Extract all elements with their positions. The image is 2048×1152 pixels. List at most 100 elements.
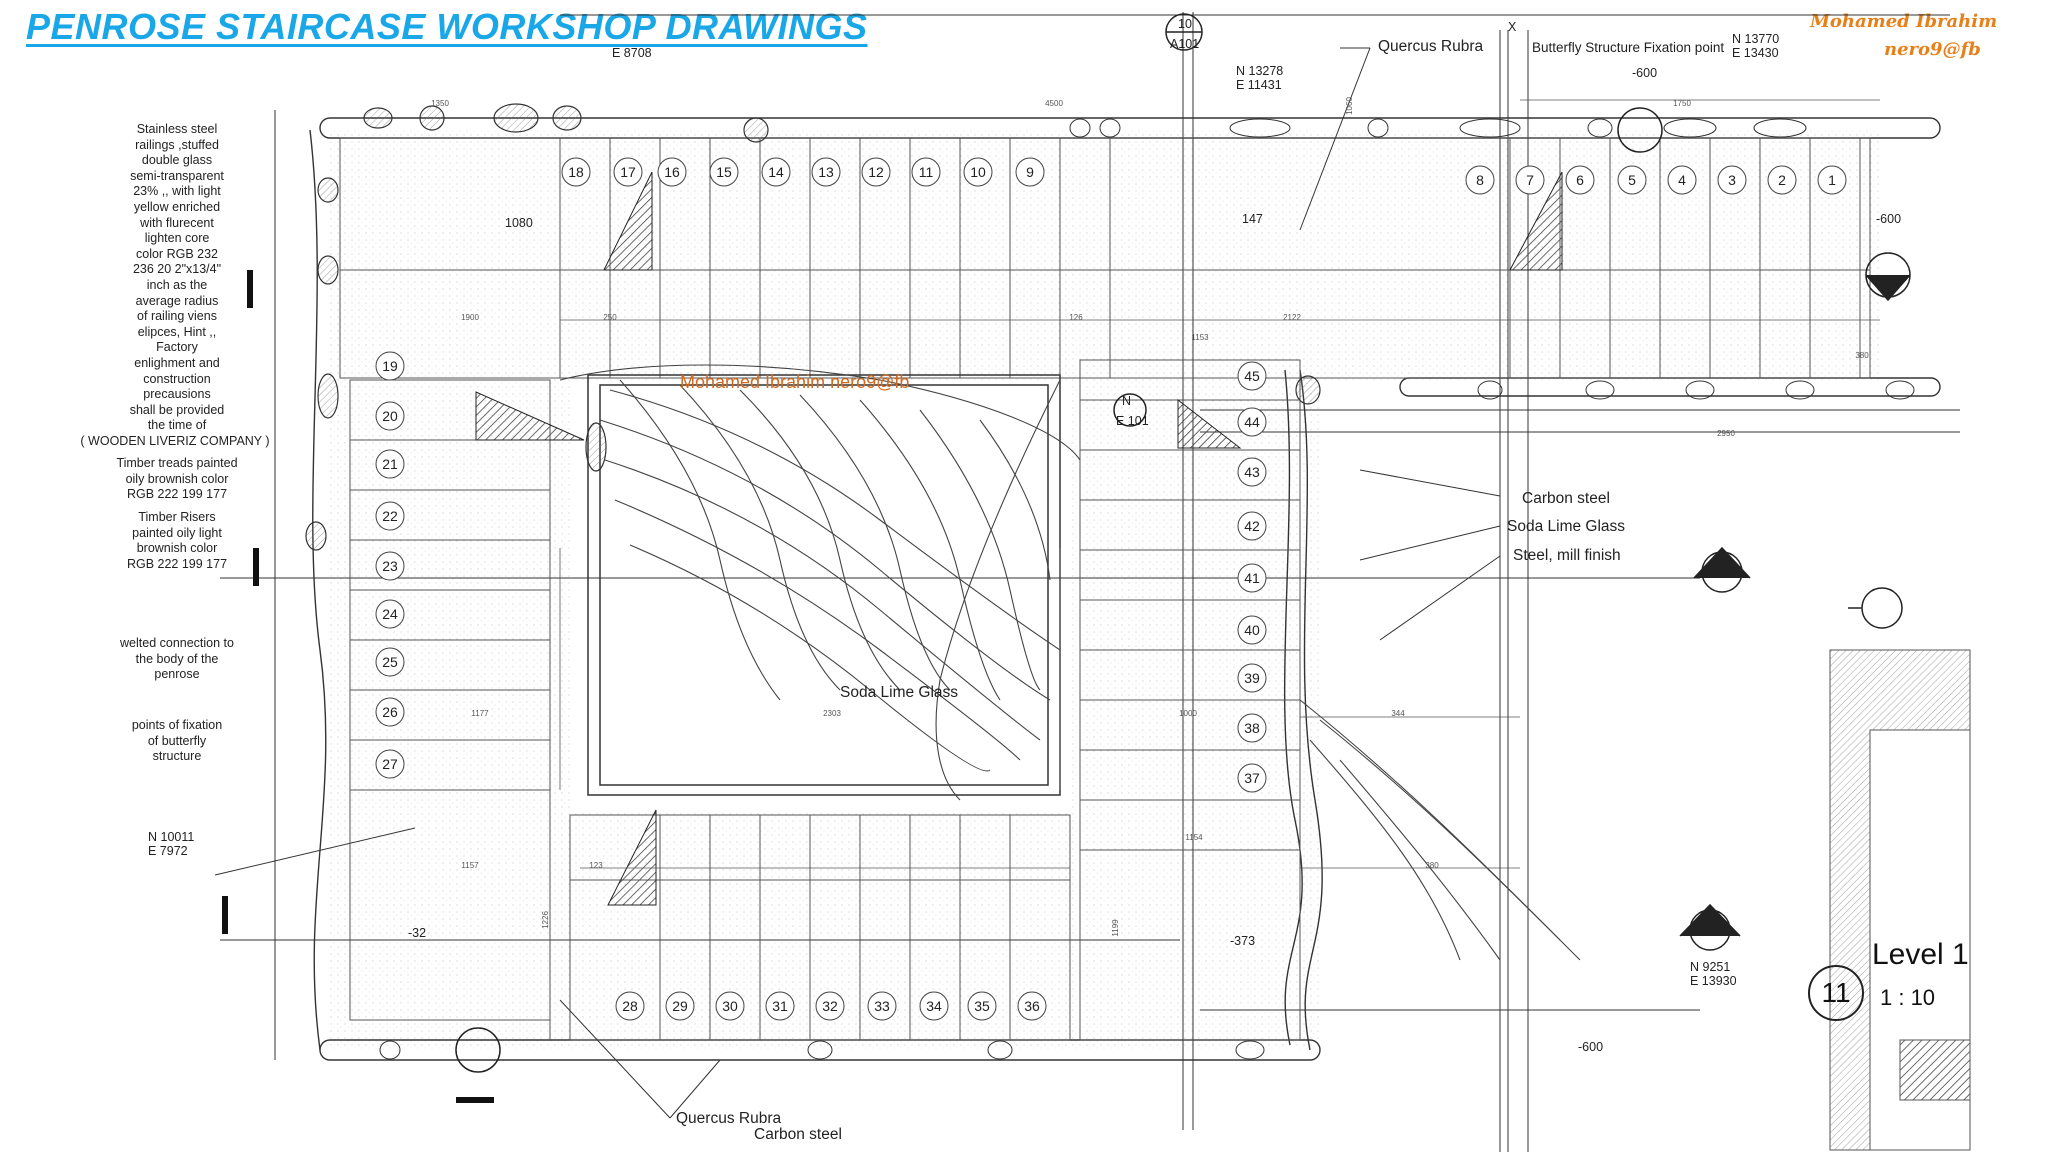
- step-number-marker: 2: [1767, 165, 1797, 195]
- dimension-value: 123: [589, 861, 603, 870]
- dimension-value: 1060: [1345, 97, 1354, 115]
- svg-text:16: 16: [664, 164, 680, 180]
- risers-line: Timber Risers: [138, 510, 216, 524]
- step-number-marker: 33: [867, 991, 897, 1021]
- railings-line: color RGB 232: [136, 246, 218, 261]
- watermark: Mohamed Ibrahim nero9@fb: [680, 372, 910, 392]
- svg-text:5: 5: [1628, 172, 1636, 188]
- svg-text:40: 40: [1244, 622, 1260, 638]
- company-note: ( WOODEN LIVERIZ COMPANY ): [80, 434, 270, 448]
- svg-text:21: 21: [382, 456, 398, 472]
- dimension-value: 1153: [1191, 333, 1209, 342]
- bottom-flight-treads: [569, 814, 1071, 1041]
- elevation-right: -600: [1876, 212, 1902, 226]
- railings-line: of railing viens: [137, 309, 217, 324]
- dimension-value: 2122: [1283, 313, 1301, 322]
- dimension-value: 1199: [1111, 919, 1120, 937]
- dimension-value: 1900: [461, 313, 479, 322]
- coordinate-top-partial: E 8708: [612, 46, 652, 60]
- treads-line: Timber treads painted: [116, 456, 238, 470]
- axis-x-label: X: [1508, 20, 1517, 34]
- svg-text:17: 17: [620, 164, 636, 180]
- step-number-marker: 10: [963, 157, 993, 187]
- left-flight-treads: [349, 379, 551, 1040]
- elevation-147: 147: [1242, 212, 1263, 226]
- step-number-marker: 30: [715, 991, 745, 1021]
- leader-lines: [214, 47, 1501, 1119]
- fixation-line: structure: [152, 749, 202, 764]
- railings-line: precausions: [143, 387, 211, 402]
- step-number-marker: 9: [1015, 157, 1045, 187]
- step-number-marker: 17: [613, 157, 643, 187]
- railings-line: lighten core: [144, 231, 210, 246]
- railings-line: 23% ,, with light: [133, 184, 221, 199]
- railings-line: average radius: [135, 293, 219, 308]
- step-number-marker: 40: [1237, 615, 1267, 645]
- step-number-marker: 12: [861, 157, 891, 187]
- step-number-marker: 38: [1237, 713, 1267, 743]
- treads-line: RGB 222 199 177: [126, 487, 228, 502]
- svg-text:31: 31: [772, 998, 788, 1014]
- section-top-ref: A101: [1170, 37, 1200, 51]
- welted-line: the body of the: [135, 651, 219, 666]
- svg-text:13: 13: [818, 164, 834, 180]
- svg-text:19: 19: [382, 358, 398, 374]
- step-number-marker: 42: [1237, 511, 1267, 541]
- svg-text:10: 10: [970, 164, 986, 180]
- step-number-marker: 35: [967, 991, 997, 1021]
- svg-text:4: 4: [1678, 172, 1686, 188]
- fixation-line: points of fixation: [131, 718, 223, 732]
- svg-text:9: 9: [1026, 164, 1034, 180]
- butterfly-glass-lattice: [559, 364, 1581, 961]
- step-number-marker: 20: [375, 401, 405, 431]
- svg-text:7: 7: [1526, 172, 1534, 188]
- svg-text:33: 33: [874, 998, 890, 1014]
- step-number-marker: 44: [1237, 407, 1267, 437]
- dimension-value: 380: [1855, 351, 1869, 360]
- step-number-marker: 7: [1515, 165, 1545, 195]
- dimension-value: 126: [1069, 313, 1083, 322]
- svg-text:37: 37: [1244, 770, 1260, 786]
- step-number-marker: 32: [815, 991, 845, 1021]
- railings-line: Factory: [156, 340, 198, 355]
- railings-line: Stainless steel: [136, 122, 218, 136]
- dimension-lines: [559, 99, 1880, 869]
- svg-text:35: 35: [974, 998, 990, 1014]
- railings-line: shall be provided: [129, 402, 225, 417]
- dimension-value: 1750: [1673, 99, 1691, 108]
- svg-text:6: 6: [1576, 172, 1584, 188]
- svg-text:30: 30: [722, 998, 738, 1014]
- step-number-marker: 5: [1617, 165, 1647, 195]
- step-number-marker: 28: [615, 991, 645, 1021]
- label-quercus-bottom: Quercus Rubra: [676, 1110, 782, 1127]
- elevation-minus-373: -373: [1230, 934, 1256, 948]
- railings-line: inch as the: [146, 277, 208, 292]
- label-quercus-top: Quercus Rubra: [1378, 38, 1484, 55]
- label-carbon-steel: Carbon steel: [1522, 490, 1610, 507]
- step-number-marker: 16: [657, 157, 687, 187]
- step-number-marker: 24: [375, 599, 405, 629]
- railings-line: double glass: [141, 153, 213, 168]
- label-butterfly-fixation: Butterfly Structure Fixation point: [1532, 40, 1725, 55]
- view-level-title: Level 1: [1872, 938, 1969, 971]
- section-mid-ref: E 101: [1116, 414, 1149, 428]
- step-number-marker: 3: [1717, 165, 1747, 195]
- railings-line: railings ,stuffed: [135, 137, 219, 152]
- step-number-marker: 29: [665, 991, 695, 1021]
- welted-line: welted connection to: [120, 636, 234, 650]
- step-number-marker: 23: [375, 551, 405, 581]
- author-signature: Mohamed Ibrahim nero9@fb: [1810, 8, 1997, 64]
- step-number-marker: 11: [911, 157, 941, 187]
- step-number-marker: 43: [1237, 457, 1267, 487]
- step-number-marker: 18: [561, 157, 591, 187]
- label-carbon-bottom: Carbon steel: [754, 1126, 842, 1143]
